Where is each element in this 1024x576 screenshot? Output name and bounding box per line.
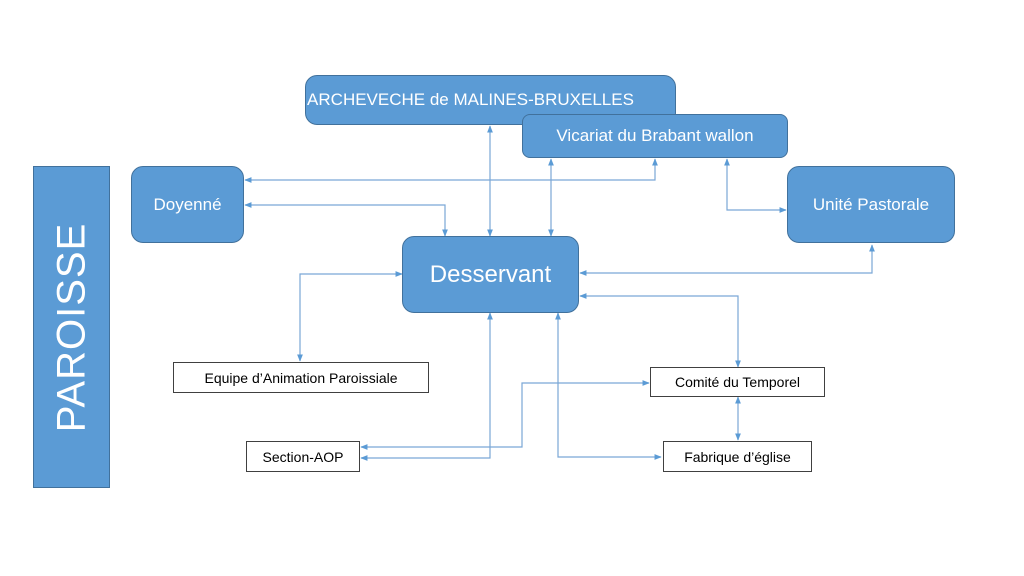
paroisse-label-bar: PAROISSE <box>33 166 110 488</box>
node-comite-label: Comité du Temporel <box>674 374 801 390</box>
node-section-aop: Section-AOP <box>246 441 360 472</box>
node-comite: Comité du Temporel <box>650 367 825 397</box>
edge-vicariat-doyenne <box>244 158 658 183</box>
node-desservant: Desservant <box>402 236 579 313</box>
node-unite-pastorale-label: Unité Pastorale <box>812 194 930 214</box>
node-doyenne-label: Doyenné <box>153 194 222 214</box>
edge-desservant-fabrique <box>555 312 662 460</box>
edge-desservant-comite <box>579 293 741 368</box>
node-doyenne: Doyenné <box>131 166 244 243</box>
edge-unite-desservant <box>579 244 875 276</box>
edge-doyenne-desservant <box>244 202 448 237</box>
node-section-aop-label: Section-AOP <box>262 448 344 465</box>
node-vicariat: Vicariat du Brabant wallon <box>522 114 788 158</box>
node-fabrique-label: Fabrique d’église <box>684 448 791 465</box>
node-desservant-label: Desservant <box>429 260 552 288</box>
node-equipe-label: Equipe d’Animation Paroissiale <box>204 369 398 386</box>
node-archeveche-label: ARCHEVECHE de MALINES-BRUXELLES <box>307 90 634 109</box>
edge-vicariat-unite <box>724 158 787 213</box>
node-fabrique: Fabrique d’église <box>663 441 812 472</box>
edge-desservant-section <box>360 312 493 461</box>
node-vicariat-label: Vicariat du Brabant wallon <box>556 126 754 145</box>
paroisse-label: PAROISSE <box>49 222 94 432</box>
node-unite-pastorale: Unité Pastorale <box>787 166 955 243</box>
node-equipe: Equipe d’Animation Paroissiale <box>173 362 429 393</box>
edge-desservant-equipe <box>297 271 403 362</box>
